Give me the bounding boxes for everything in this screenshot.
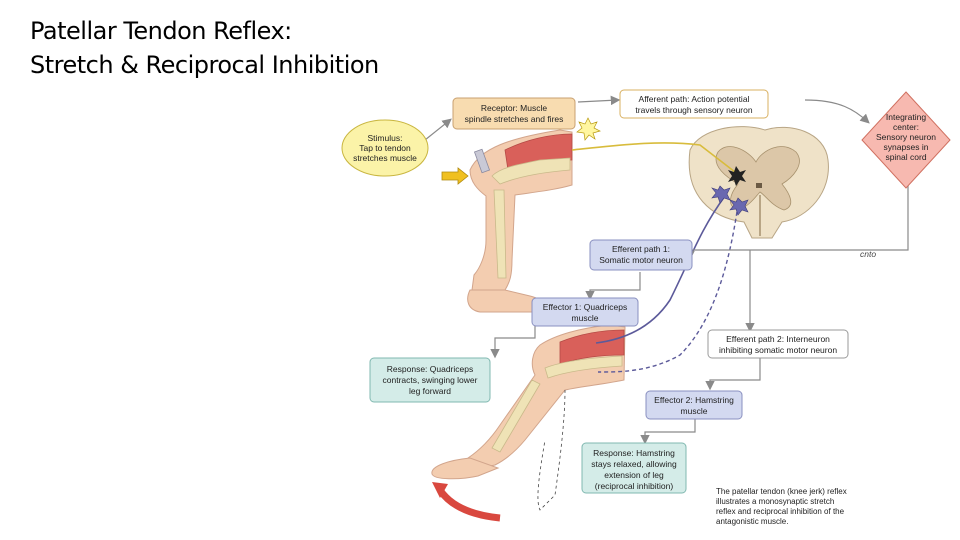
sensory-neuron-path: [571, 142, 736, 173]
leg-lower-illustration: [431, 324, 626, 522]
efferent1-line-1: Efferent path 1:: [612, 244, 670, 254]
integrating-line-4: synapses in: [884, 142, 929, 152]
efferent-path-2-box: Efferent path 2: Interneuron inhibiting …: [707, 329, 849, 359]
stimulus-line-2: Tap to tendon: [359, 143, 411, 153]
integrating-line-3: Sensory neuron: [876, 132, 936, 142]
title-line-1: Patellar Tendon Reflex:: [30, 17, 292, 45]
efferent1-line-2: Somatic motor neuron: [599, 255, 683, 265]
integrating-line-5: spinal cord: [885, 152, 926, 162]
motor-neuron-path: [595, 195, 726, 344]
integrating-center-box: Integrating center: Sensory neuron synap…: [861, 91, 951, 189]
caption-line-1: The patellar tendon (knee jerk) reflex: [716, 487, 847, 496]
integrating-line-1: Integrating: [886, 112, 926, 122]
slide-title: Patellar Tendon Reflex: Stretch & Recipr…: [30, 14, 379, 82]
neuron-cell-bodies: [711, 166, 749, 216]
cnto-label: cnto: [860, 249, 876, 259]
afferent-path-box: Afferent path: Action potential travels …: [619, 89, 769, 119]
receptor-line-1: Receptor: Muscle: [481, 103, 547, 113]
response-2-box: Response: Hamstring stays relaxed, allow…: [581, 442, 687, 494]
effector2-line-2: muscle: [681, 406, 708, 416]
caption-line-3: reflex and reciprocal inhibition of the: [716, 507, 845, 516]
integrating-line-2: center:: [893, 122, 919, 132]
effector-1-box: Effector 1: Quadriceps muscle: [531, 297, 639, 327]
effector2-line-1: Effector 2: Hamstring: [654, 395, 734, 405]
receptor-line-2: spindle stretches and fires: [465, 114, 564, 124]
response1-line-2: contracts, swinging lower: [383, 375, 478, 385]
effector1-line-2: muscle: [572, 313, 599, 323]
efferent2-line-2: inhibiting somatic motor neuron: [719, 345, 837, 355]
response2-line-4: (reciprocal inhibition): [595, 481, 674, 491]
leg-upper-illustration: [467, 129, 573, 313]
stimulus-line-3: stretches muscle: [353, 153, 417, 163]
response2-line-1: Response: Hamstring: [593, 448, 675, 458]
stimulus-line-1: Stimulus:: [368, 133, 403, 143]
response1-line-3: leg forward: [409, 386, 451, 396]
response2-line-3: extension of leg: [604, 470, 664, 480]
caption-line-4: antagonistic muscle.: [716, 517, 788, 526]
afferent-line-2: travels through sensory neuron: [635, 105, 752, 115]
afferent-line-1: Afferent path: Action potential: [639, 94, 750, 104]
response2-line-2: stays relaxed, allowing: [591, 459, 677, 469]
action-potential-icon: [576, 117, 601, 141]
effector1-line-1: Effector 1: Quadriceps: [543, 302, 627, 312]
receptor-box: Receptor: Muscle spindle stretches and f…: [452, 97, 576, 130]
efferent2-line-1: Efferent path 2: Interneuron: [726, 334, 830, 344]
effector-2-box: Effector 2: Hamstring muscle: [645, 390, 743, 420]
response-1-box: Response: Quadriceps contracts, swinging…: [369, 357, 491, 403]
efferent-path-1-box: Efferent path 1: Somatic motor neuron: [589, 239, 693, 271]
reflex-hammer-icon: [441, 148, 491, 185]
title-line-2: Stretch & Reciprocal Inhibition: [30, 51, 379, 79]
response1-line-1: Response: Quadriceps: [387, 364, 473, 374]
figure-caption: The patellar tendon (knee jerk) reflex i…: [716, 487, 847, 526]
spinal-cord-cross-section: [688, 126, 829, 239]
caption-line-2: illustrates a monosynaptic stretch: [716, 497, 834, 506]
stimulus-box: Stimulus: Tap to tendon stretches muscle: [341, 119, 429, 177]
